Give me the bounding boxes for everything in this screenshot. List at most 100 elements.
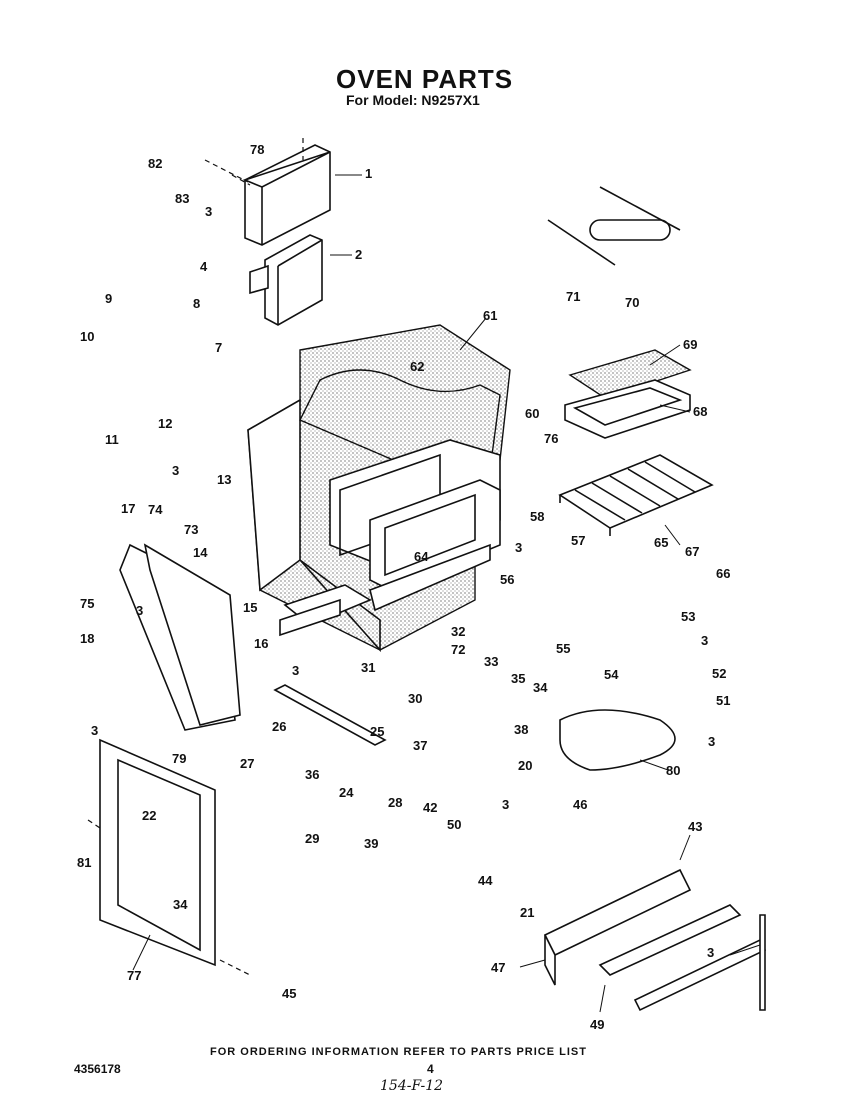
part-label: 39 xyxy=(364,836,378,851)
page-number: 4 xyxy=(427,1062,434,1076)
part-label: 44 xyxy=(478,873,493,888)
part-label: 82 xyxy=(148,156,162,171)
part-label: 29 xyxy=(305,831,319,846)
storage-drawer xyxy=(543,868,767,1012)
part-label: 34 xyxy=(173,897,188,912)
side-panel xyxy=(119,543,241,731)
part-label: 50 xyxy=(447,817,461,832)
part-label: 4 xyxy=(200,259,208,274)
part-label: 81 xyxy=(77,855,91,870)
part-label: 35 xyxy=(511,671,525,686)
part-label: 13 xyxy=(217,472,231,487)
part-label: 3 xyxy=(708,734,715,749)
oven-rack xyxy=(558,454,714,536)
part-label: 75 xyxy=(80,596,94,611)
part-label: 27 xyxy=(240,756,254,771)
part-label: 26 xyxy=(272,719,286,734)
part-label: 1 xyxy=(365,166,372,181)
oven-bracket xyxy=(273,684,387,746)
part-label: 56 xyxy=(500,572,514,587)
part-label: 38 xyxy=(514,722,528,737)
part-label: 3 xyxy=(701,633,708,648)
part-label: 72 xyxy=(451,642,465,657)
part-label: 18 xyxy=(80,631,94,646)
leader-lines xyxy=(87,174,761,1013)
part-label: 45 xyxy=(282,986,296,1001)
ordering-note: FOR ORDERING INFORMATION REFER TO PARTS … xyxy=(210,1046,587,1058)
part-label: 64 xyxy=(414,549,429,564)
part-label: 3 xyxy=(172,463,179,478)
part-label: 46 xyxy=(573,797,587,812)
oven-body-frame xyxy=(247,324,511,653)
part-label: 31 xyxy=(361,660,375,675)
part-label: 58 xyxy=(530,509,544,524)
handwritten-note: 154-F-12 xyxy=(380,1078,444,1094)
part-label: 54 xyxy=(604,667,619,682)
part-label: 78 xyxy=(250,142,264,157)
document-number: 4356178 xyxy=(74,1062,121,1076)
oven-door xyxy=(99,738,216,967)
part-label: 16 xyxy=(254,636,268,651)
part-label: 57 xyxy=(571,533,585,548)
part-label: 71 xyxy=(566,289,580,304)
part-label: 73 xyxy=(184,522,198,537)
part-label: 22 xyxy=(142,808,156,823)
broiler-pan xyxy=(564,349,692,439)
page-title: OVEN PARTS xyxy=(336,64,514,94)
part-label: 3 xyxy=(91,723,98,738)
part-label: 70 xyxy=(625,295,639,310)
part-label: 61 xyxy=(483,308,497,323)
part-label: 28 xyxy=(388,795,402,810)
part-label: 15 xyxy=(243,600,257,615)
part-label: 34 xyxy=(533,680,548,695)
part-label: 10 xyxy=(80,329,94,344)
part-label: 32 xyxy=(451,624,465,639)
part-label: 25 xyxy=(370,724,384,739)
heating-element xyxy=(547,186,681,266)
part-label: 3 xyxy=(707,945,714,960)
part-label: 68 xyxy=(693,404,707,419)
part-label: 52 xyxy=(712,666,726,681)
part-label: 47 xyxy=(491,960,505,975)
part-label: 21 xyxy=(520,905,534,920)
part-label: 3 xyxy=(292,663,299,678)
part-label: 20 xyxy=(518,758,532,773)
part-label: 12 xyxy=(158,416,172,431)
part-label: 65 xyxy=(654,535,668,550)
part-label: 80 xyxy=(666,763,680,778)
part-number-labels: 78 82 83 1 3 2 4 9 8 7 10 12 11 61 62 60… xyxy=(77,142,730,1032)
part-label: 60 xyxy=(525,406,539,421)
part-label: 2 xyxy=(355,247,362,262)
part-label: 77 xyxy=(127,968,141,983)
part-label: 14 xyxy=(193,545,208,560)
part-label: 67 xyxy=(685,544,699,559)
part-label: 36 xyxy=(305,767,319,782)
part-label: 24 xyxy=(339,785,354,800)
part-label: 3 xyxy=(502,797,509,812)
broil-element xyxy=(559,709,676,771)
part-label: 53 xyxy=(681,609,695,624)
part-label: 49 xyxy=(590,1017,604,1032)
part-label: 76 xyxy=(544,431,558,446)
part-label: 8 xyxy=(193,296,200,311)
part-label: 43 xyxy=(688,819,702,834)
part-label: 33 xyxy=(484,654,498,669)
part-label: 66 xyxy=(716,566,730,581)
part-label: 9 xyxy=(105,291,112,306)
part-label: 11 xyxy=(105,432,119,447)
part-label: 3 xyxy=(136,603,143,618)
part-label: 42 xyxy=(423,800,437,815)
part-label: 74 xyxy=(148,502,163,517)
part-label: 37 xyxy=(413,738,427,753)
vent-duct-part xyxy=(204,138,331,326)
part-label: 3 xyxy=(515,540,522,555)
model-subtitle: For Model: N9257X1 xyxy=(346,92,480,108)
part-label: 69 xyxy=(683,337,697,352)
part-label: 79 xyxy=(172,751,186,766)
part-label: 51 xyxy=(716,693,730,708)
part-label: 62 xyxy=(410,359,424,374)
part-label: 30 xyxy=(408,691,422,706)
part-label: 55 xyxy=(556,641,570,656)
part-label: 83 xyxy=(175,191,189,206)
